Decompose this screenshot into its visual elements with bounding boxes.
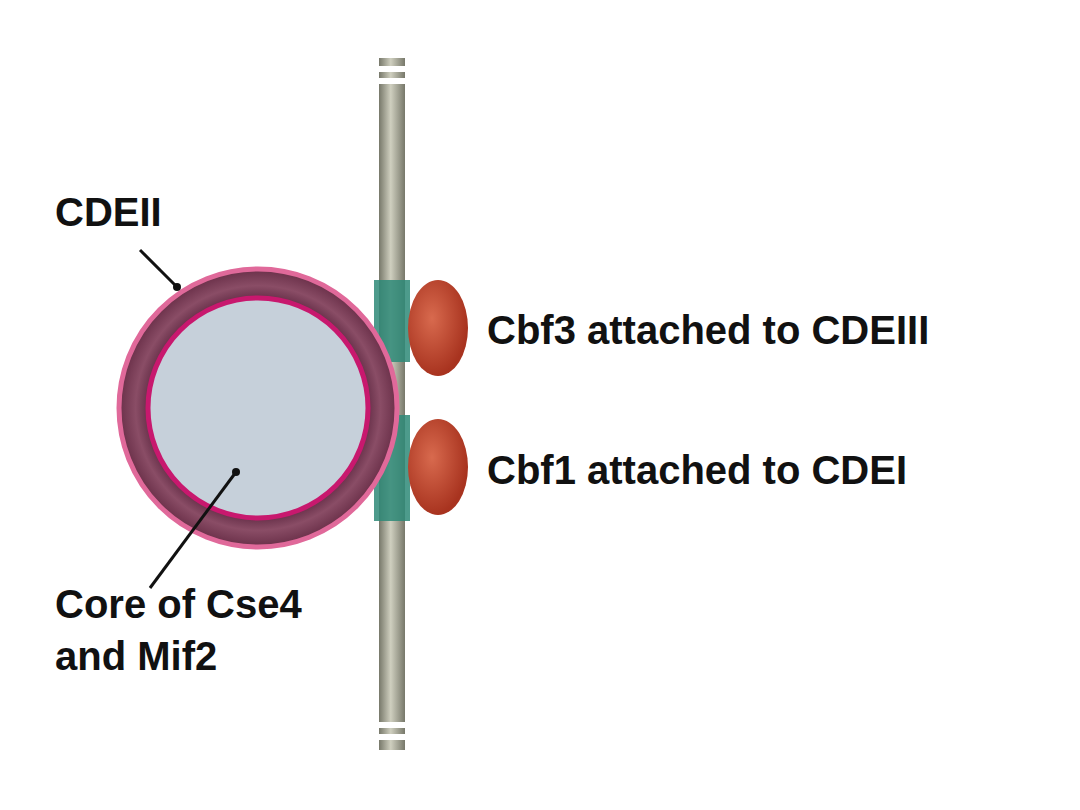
label-text: Core of Cse4 and Mif2: [55, 578, 355, 682]
label-text: Cbf1 attached to CDEI: [487, 444, 907, 496]
cdeii-ring: [119, 269, 397, 547]
cbf3-protein: [408, 280, 468, 376]
cbf1-protein: [408, 419, 468, 515]
label-text: CDEII: [55, 186, 162, 238]
leader-line: [140, 250, 240, 588]
label-text: Cbf3 attached to CDEIII: [487, 304, 929, 356]
